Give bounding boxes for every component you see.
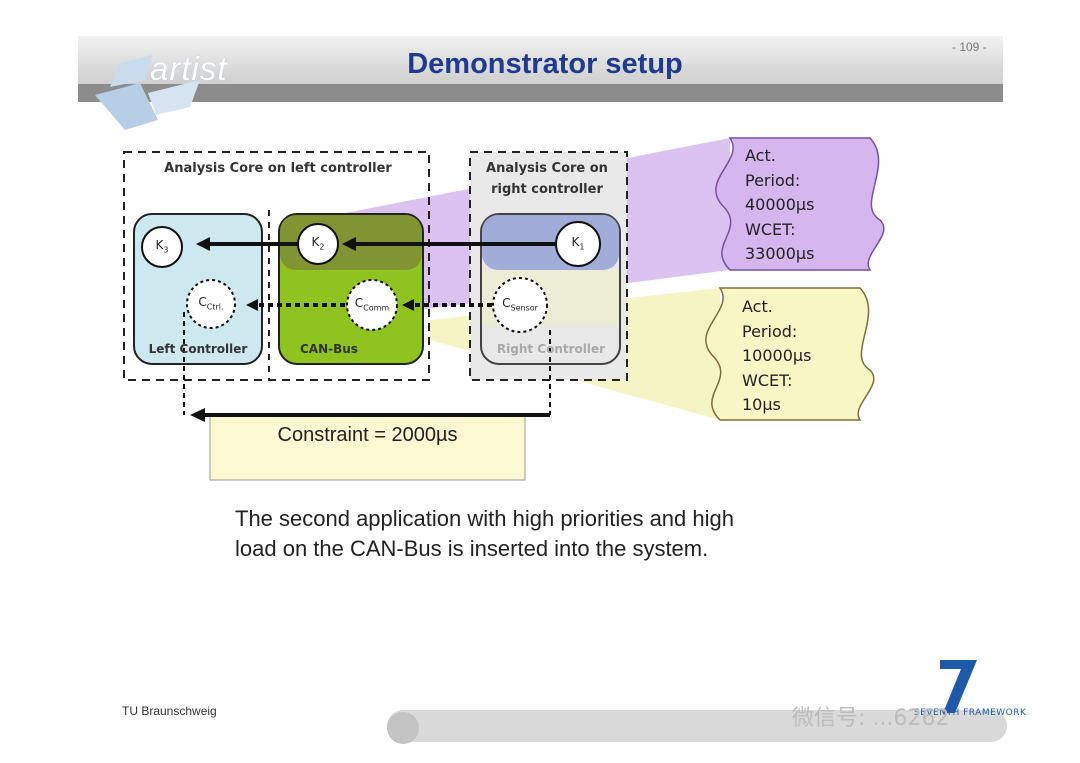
c-sensor-label: CSensor: [502, 296, 538, 313]
header-line: [78, 84, 1003, 102]
k3-label: K3: [155, 238, 169, 255]
canbus-label: CAN-Bus: [300, 342, 358, 356]
page-number: - 109 -: [952, 40, 987, 54]
left-group-frame: [123, 151, 430, 381]
purple-callout: [715, 137, 885, 271]
page-title: Demonstrator setup: [407, 48, 683, 80]
node-c-sensor: [492, 277, 548, 333]
watermark: 微信号: ...6262: [792, 706, 950, 731]
yellow-callout: [705, 287, 875, 421]
yellow-callout-text: Act. Period: 10000µs WCET: 10µs: [742, 297, 812, 414]
right-group-label: Analysis Core on right controller: [486, 161, 608, 197]
footer-institution: TU Braunschweig: [122, 704, 217, 718]
node-k3: [141, 226, 183, 268]
left-controller-label: Left Controller: [148, 342, 248, 356]
node-k1: [555, 221, 601, 267]
purple-callout-text: Act. Period: 40000µs WCET: 33000µs: [745, 146, 815, 263]
node-c-ctrl: [186, 279, 236, 329]
fp7-logo-text: SEVENTH FRAMEWORK: [914, 708, 1027, 718]
footer-dot: [387, 712, 419, 744]
body-text: The second application with high priorit…: [235, 506, 734, 561]
node-k2: [297, 223, 339, 265]
right-group-frame: [469, 151, 628, 381]
constraint-box: [209, 414, 526, 481]
left-group-label: Analysis Core on left controller: [164, 161, 392, 176]
constraint-label: Constraint = 2000µs: [277, 424, 458, 446]
k2-label: K2: [311, 235, 325, 252]
artist-logo-icon: [95, 55, 200, 130]
node-c-comm: [346, 279, 398, 331]
artist-logo-text: artist: [150, 50, 228, 87]
footer-bar: [387, 710, 1007, 742]
c-ctrl-label: CCtrl.: [198, 295, 224, 312]
header-band: [78, 36, 1003, 84]
c-comm-label: CComm: [354, 296, 390, 313]
right-controller-label: Right Controller: [496, 342, 606, 356]
fp7-logo-icon: [940, 660, 977, 713]
k1-label: K1: [571, 235, 585, 252]
